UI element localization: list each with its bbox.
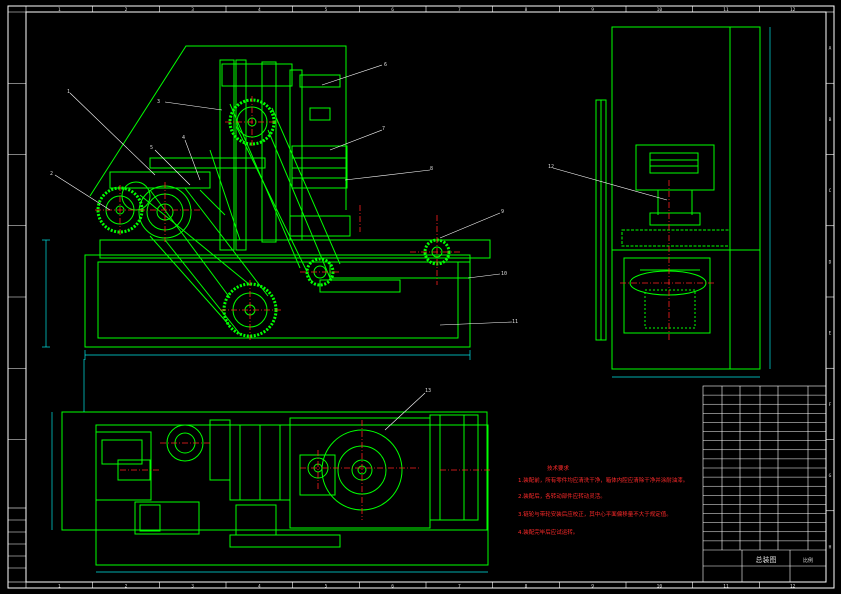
balloon-4: 4: [182, 135, 185, 141]
zone-column-label: 2: [125, 7, 128, 13]
zone-row-label: B: [829, 117, 832, 123]
zone-column-label: 2: [125, 584, 128, 590]
leader-lines: [54, 64, 668, 431]
revision-stub: [7, 507, 27, 583]
zone-column-label: 4: [258, 7, 261, 13]
balloon-2: 2: [50, 171, 53, 177]
dimension-lines: [42, 27, 771, 573]
note-line-3: 3.链轮与带轮安装后应校正，其中心平面偏移量不大于规定值。: [518, 510, 672, 518]
balloon-13: 13: [425, 388, 431, 394]
zone-row-label: G: [829, 473, 832, 479]
balloon-10: 10: [501, 271, 507, 277]
zone-column-label: 12: [790, 7, 796, 13]
zone-row-label: E: [829, 331, 832, 337]
zone-column-label: 7: [458, 584, 461, 590]
zone-column-label: 11: [723, 7, 729, 13]
zone-column-label: 9: [591, 7, 594, 13]
balloon-1: 1: [67, 89, 70, 95]
zone-column-label: 8: [525, 584, 528, 590]
zone-ticks: [8, 6, 834, 588]
zone-row-label: A: [829, 46, 832, 52]
zone-column-label: 7: [458, 7, 461, 13]
zone-column-label: 3: [191, 584, 194, 590]
note-line-1: 1.装配前，所有零件均应清洗干净，箱体内腔应清除干净并涂耐油漆。: [518, 476, 688, 484]
notes-title: 技术要求: [547, 464, 570, 472]
zone-column-label: 9: [591, 584, 594, 590]
zone-row-label: H: [829, 544, 832, 550]
zone-column-label: 6: [391, 584, 394, 590]
zone-row-label: C: [829, 188, 832, 194]
side-view: [595, 26, 761, 370]
balloon-11: 11: [512, 319, 518, 325]
zone-column-label: 11: [723, 584, 729, 590]
zone-column-label: 5: [325, 584, 328, 590]
zone-column-label: 3: [191, 7, 194, 13]
scale-label: 比例: [803, 557, 813, 564]
balloon-6: 6: [384, 62, 387, 68]
note-line-2: 2.装配后，各转动部件应转动灵活。: [518, 492, 606, 500]
note-line-4: 4.装配完毕后应试运转。: [518, 528, 578, 536]
balloon-5: 5: [150, 145, 153, 151]
zone-column-label: 10: [657, 584, 663, 590]
zone-column-label: 12: [790, 584, 796, 590]
balloon-12: 12: [548, 164, 554, 170]
balloon-8: 8: [430, 166, 433, 172]
balloon-7: 7: [382, 126, 385, 132]
front-view-centerlines: [95, 96, 462, 340]
zone-column-label: 4: [258, 584, 261, 590]
balloon-3: 3: [157, 99, 160, 105]
zone-row-label: D: [829, 259, 832, 265]
part-balloons: 1 2 3 4 5 6 7 8 9 10 11 12 13: [50, 62, 554, 394]
zone-column-label: 6: [391, 7, 394, 13]
balloon-9: 9: [501, 209, 504, 215]
zone-column-label: 1: [58, 584, 61, 590]
top-view-centerlines: [120, 420, 490, 520]
zone-column-label: 5: [325, 7, 328, 13]
bom-rows: [703, 394, 826, 542]
zone-column-label: 1: [58, 7, 61, 13]
drawing-title: 总装图: [756, 555, 777, 564]
zone-column-label: 10: [657, 7, 663, 13]
side-view-centerlines: [620, 180, 715, 340]
zone-column-label: 8: [525, 7, 528, 13]
technical-notes: 技术要求 1.装配前，所有零件均应清洗干净，箱体内腔应清除干净并涂耐油漆。 2.…: [518, 464, 688, 536]
zone-row-label: F: [829, 402, 832, 408]
